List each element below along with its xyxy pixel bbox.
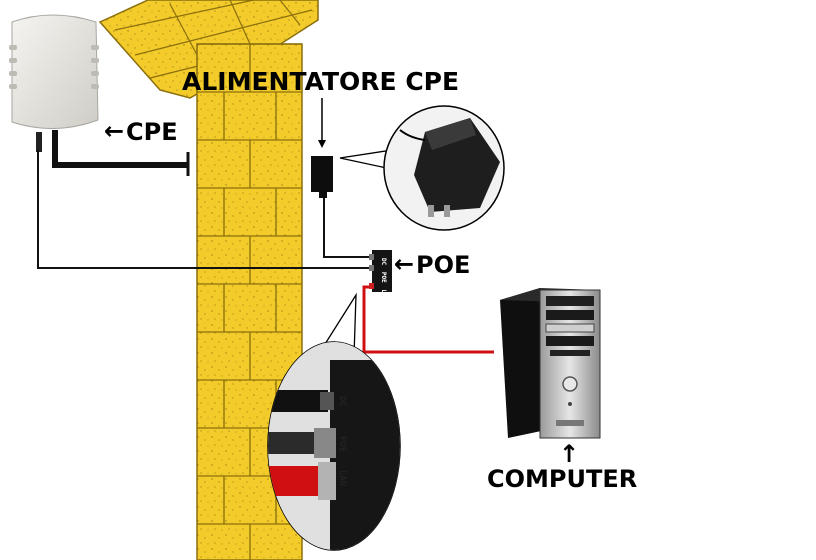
- adapter-zoom-bubble: [339, 105, 505, 231]
- poe-callout: ← POE: [394, 250, 470, 279]
- ethernet-cable-cpe-to-poe: [37, 150, 372, 269]
- zoom-port-lan: LAN: [337, 470, 347, 486]
- poe-injector: DC POE LAN: [369, 250, 392, 301]
- arrow-indicators: [318, 98, 326, 148]
- cpe-device: [9, 14, 99, 152]
- computer-tower: [500, 288, 601, 439]
- dc-cable-power-to-poe: [323, 196, 372, 258]
- computer-arrow: ↑: [559, 440, 579, 468]
- poe-label: POE: [416, 251, 470, 279]
- port-poe-label: POE: [380, 272, 387, 283]
- computer-callout: ↑ COMPUTER: [487, 440, 637, 493]
- brick-wall: [196, 43, 303, 560]
- port-lan-label: LAN: [380, 289, 387, 300]
- cpe-callout: ← CPE: [104, 117, 178, 146]
- cpe-mount-bracket: [52, 130, 188, 168]
- power-adapter: [311, 156, 333, 198]
- computer-label: COMPUTER: [487, 465, 637, 493]
- zoom-port-dc: DC: [337, 396, 347, 407]
- zoom-port-poe: POE: [337, 436, 347, 452]
- cpe-arrow: ←: [104, 117, 124, 145]
- port-dc-label: DC: [380, 258, 387, 266]
- poe-arrow: ←: [394, 250, 414, 278]
- cpe-label: CPE: [126, 118, 178, 146]
- poe-port-labels-small: DC POE LAN: [380, 258, 387, 301]
- alimentatore-cpe-label: ALIMENTATORE CPE: [182, 67, 459, 96]
